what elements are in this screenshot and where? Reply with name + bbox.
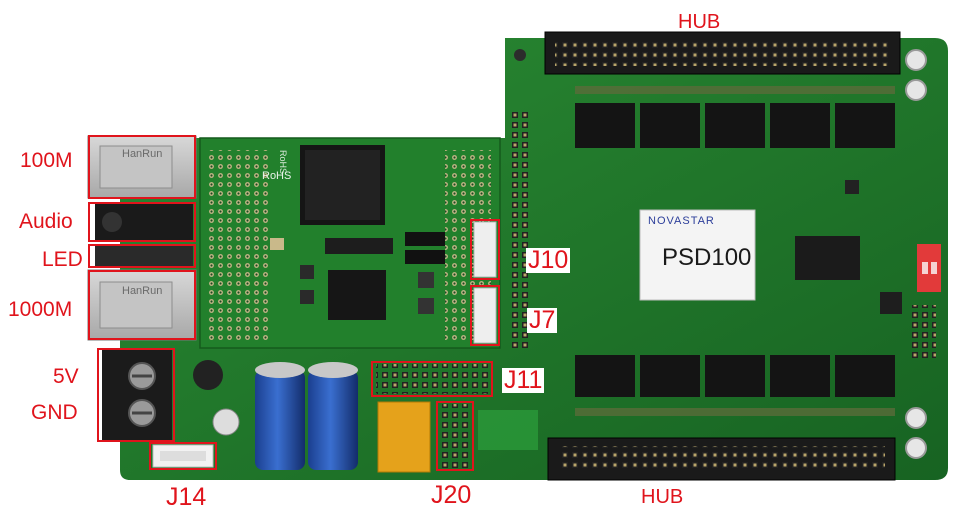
highlight-j10 xyxy=(470,219,500,280)
label-gnd: GND xyxy=(31,401,78,424)
highlight-j20 xyxy=(436,401,474,471)
rohs-print: RoHS xyxy=(262,170,292,182)
label-j7: J7 xyxy=(527,306,558,334)
rj45-brand-print-top: HanRun xyxy=(122,148,163,160)
highlight-j7 xyxy=(470,285,500,346)
label-j14: J14 xyxy=(166,483,207,511)
label-led: LED xyxy=(42,248,83,271)
svg-text:RoHS: RoHS xyxy=(278,150,288,174)
rj45-brand-print-bottom: HanRun xyxy=(122,285,163,297)
highlight-1000m xyxy=(88,270,196,340)
board-model-print: PSD100 xyxy=(662,244,752,271)
highlight-audio xyxy=(88,202,196,242)
label-j20: J20 xyxy=(431,481,472,509)
highlight-led xyxy=(88,244,196,268)
highlight-100m xyxy=(88,135,196,199)
highlight-j14 xyxy=(149,442,217,470)
label-5v: 5V xyxy=(53,365,79,388)
board-brand-print: NOVASTAR xyxy=(648,215,715,227)
label-hub-bottom: HUB xyxy=(641,486,684,508)
label-1000m: 1000M xyxy=(8,298,73,321)
highlight-j11 xyxy=(371,361,493,397)
label-j11: J11 xyxy=(502,366,545,394)
label-hub-top: HUB xyxy=(678,11,721,33)
label-j10: J10 xyxy=(526,246,571,274)
highlight-power xyxy=(97,348,175,442)
label-audio: Audio xyxy=(19,210,73,233)
label-100m: 100M xyxy=(20,149,73,172)
